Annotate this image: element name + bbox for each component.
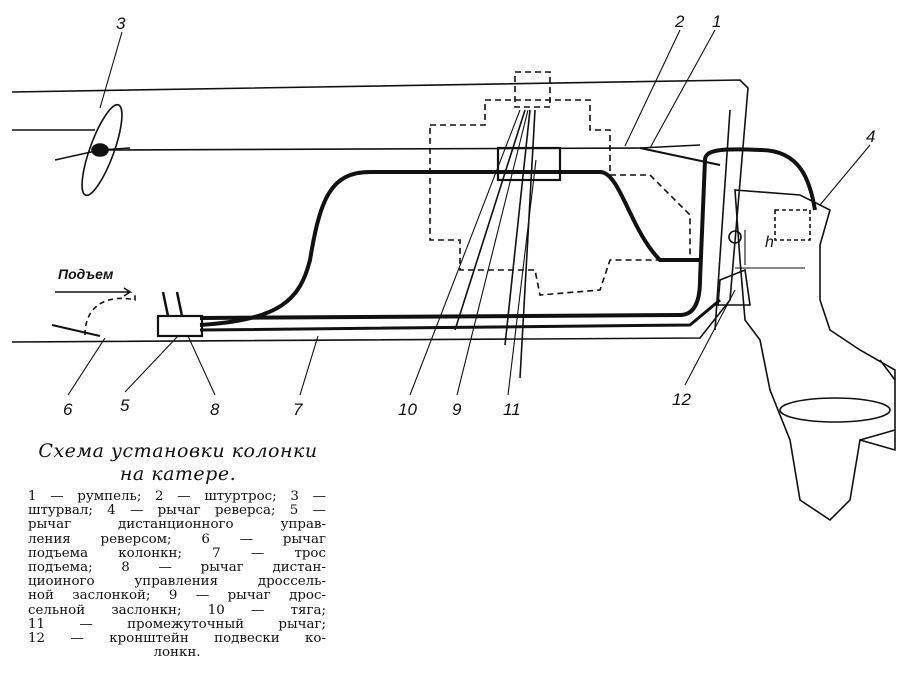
- dimension-h-label: h: [765, 234, 774, 251]
- engine-outline: [429, 99, 691, 296]
- legend-line: циоиного управления дроссель-: [28, 574, 326, 590]
- intermediate-lever-box: [496, 146, 562, 182]
- steering-column: [54, 147, 131, 161]
- callout-6: 6: [63, 400, 73, 419]
- legend-line: 1 — румпель; 2 — штуртрос; 3 —: [28, 489, 326, 504]
- legend-line: подъема колонкн; 7 — трос: [28, 545, 326, 561]
- legend-line: штурвал; 4 — рычаг реверса; 5 —: [28, 503, 326, 519]
- legend-line: сельной заслонкн; 10 — тяга;: [28, 602, 326, 618]
- callout-leaders: [67, 29, 871, 396]
- callout-11: 11: [503, 400, 521, 419]
- callout-12: 12: [672, 390, 691, 409]
- legend-line: лонкн.: [153, 645, 201, 661]
- suspension-bracket: [717, 268, 751, 306]
- propeller-blade: [859, 359, 896, 441]
- callout-1: 1: [712, 12, 722, 31]
- figure-legend: 1 — румпель; 2 — штуртрос; 3 — штурвал; …: [28, 489, 326, 661]
- lift-arc: [84, 295, 136, 336]
- callout-9: 9: [452, 400, 462, 419]
- callout-2: 2: [675, 12, 685, 31]
- legend-line: 11 — промежуточный рычаг;: [28, 616, 326, 632]
- throttle-rod: [454, 109, 536, 379]
- callout-5: 5: [120, 396, 130, 415]
- legend-line: рычаг дистанционного управ-: [28, 517, 326, 533]
- control-levers: [161, 291, 184, 317]
- lift-cable: [199, 298, 721, 332]
- control-box: [156, 314, 204, 338]
- legend-line: 12 — кронштейн подвески ко-: [28, 631, 326, 647]
- carburetor: [514, 71, 551, 108]
- steering-wheel: [81, 103, 123, 197]
- legend-line: подъема; 8 — рычаг дистан-: [28, 560, 326, 576]
- transom: [714, 109, 731, 331]
- lift-direction-label: Подъем: [58, 266, 114, 282]
- lift-arrow: [55, 287, 133, 297]
- drive-leg: [734, 189, 896, 522]
- throttle-cable: [199, 170, 700, 327]
- tiller: [639, 147, 721, 166]
- callout-4: 4: [866, 127, 876, 146]
- lift-lever: [51, 324, 101, 337]
- bracket-pivot: [728, 230, 742, 244]
- callout-7: 7: [293, 400, 303, 419]
- hull-outline: [11, 79, 749, 343]
- callout-8: 8: [210, 400, 220, 419]
- reverse-cable: [199, 147, 817, 320]
- legend-line: ной заслонкой; 9 — рычаг дрос-: [28, 588, 326, 604]
- caption-title-line: Схема установки колонки: [38, 440, 318, 462]
- caption-title-line: на катере.: [119, 463, 237, 485]
- legend-line: ления реверсом; 6 — рычаг: [28, 531, 326, 547]
- callout-3: 3: [116, 14, 126, 33]
- reverse-lever-housing: [774, 209, 811, 241]
- propeller: [779, 397, 891, 423]
- figure-caption-title: Схема установки колонки на катере.: [28, 440, 328, 486]
- callout-10: 10: [398, 400, 417, 419]
